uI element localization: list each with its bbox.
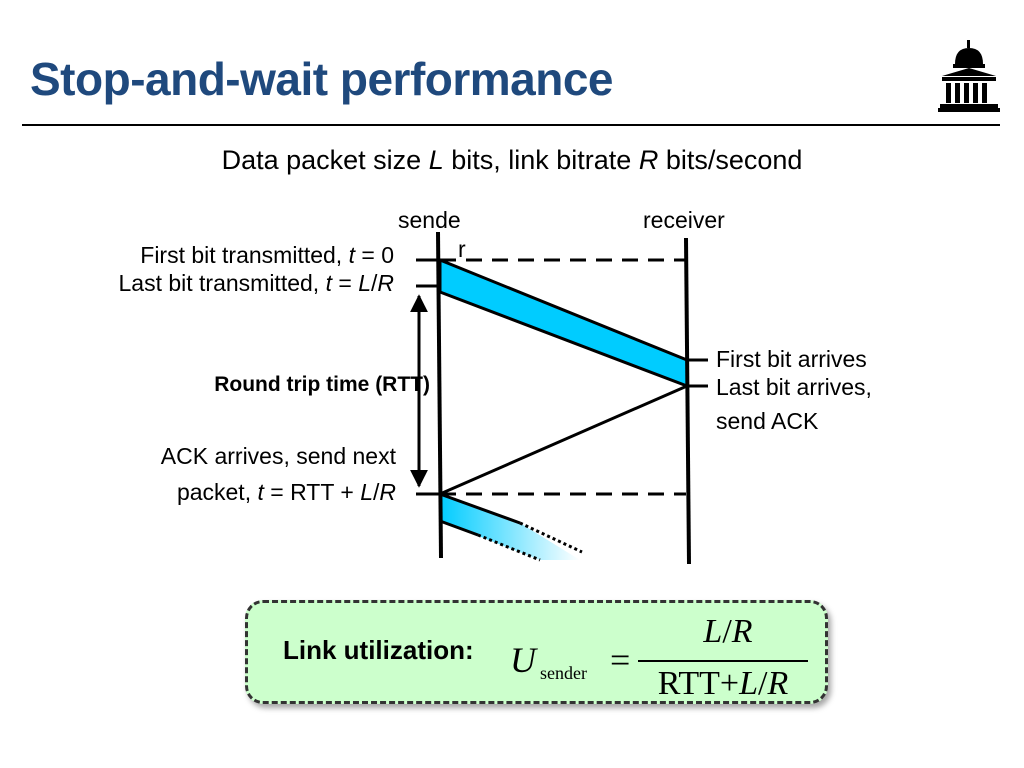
utilization-box: Link utilization: U sender = L/R RTT+L/R	[245, 600, 828, 704]
last-bit-transmitted-label: Last bit transmitted, t = L/R	[118, 270, 394, 296]
first-bit-arrives-label: First bit arrives	[716, 346, 867, 372]
formula-denominator: RTT+L/R	[657, 665, 789, 702]
fraction-line	[638, 660, 808, 662]
ack-arrives-line2: packet, t = RTT + L/R	[176, 479, 396, 505]
send-ack-label: send ACK	[716, 408, 819, 434]
receiver-label: receiver	[643, 207, 725, 233]
packet-band	[438, 257, 689, 389]
formula-equals: =	[610, 640, 631, 680]
university-building-icon	[938, 40, 1000, 112]
sender-label-tail: r	[458, 236, 466, 262]
utilization-formula: U sender = L/R RTT+L/R	[510, 609, 810, 702]
next-packet-band	[440, 494, 580, 560]
last-bit-arrives-label: Last bit arrives,	[716, 374, 872, 400]
formula-symbol: U	[510, 640, 536, 680]
utilization-label: Link utilization:	[283, 635, 474, 665]
subtitle: Data packet size L bits, link bitrate R …	[221, 145, 803, 175]
formula-numerator: L/R	[703, 613, 753, 650]
sender-label: sende	[398, 207, 461, 233]
formula-subscript: sender	[540, 663, 587, 683]
ack-line	[439, 384, 688, 496]
title-rule	[22, 124, 1000, 126]
first-bit-transmitted-label: First bit transmitted, t = 0	[140, 242, 394, 268]
ack-arrives-line1: ACK arrives, send next	[160, 443, 396, 469]
slide-title: Stop-and-wait performance	[30, 53, 614, 105]
rtt-label: Round trip time (RTT)	[214, 373, 430, 396]
receiver-timeline	[684, 237, 691, 565]
